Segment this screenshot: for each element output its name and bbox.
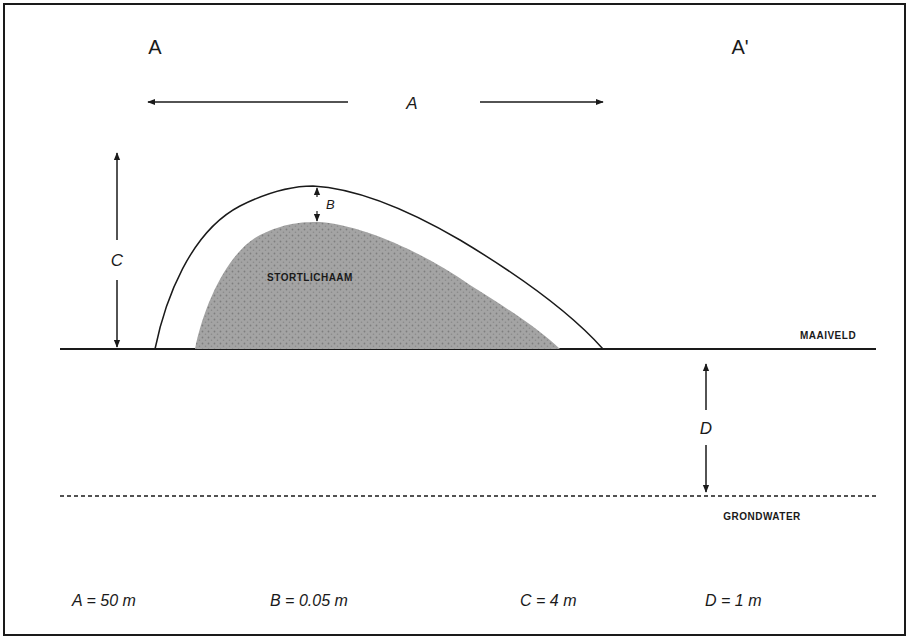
ground-surface-label: MAAIVELD — [800, 331, 856, 341]
dimension-value: A = 50 m — [72, 593, 136, 609]
dimension-label: D — [700, 420, 712, 437]
waste-body-shape — [195, 222, 561, 350]
groundwater-level — [60, 495, 876, 497]
dimension-label: C — [111, 252, 123, 269]
dimension-label: B — [326, 198, 335, 211]
waste-body-label: STORTLICHAAM — [267, 273, 353, 283]
dimension-line — [316, 188, 317, 197]
dimension-value: B = 0.05 m — [270, 593, 348, 609]
groundwater-label: GRONDWATER — [723, 512, 801, 522]
dimension-line — [705, 364, 707, 410]
dimension-value: D = 1 m — [705, 593, 761, 609]
dimension-line — [705, 445, 707, 492]
section-mark: A' — [731, 37, 748, 57]
waste-body-fill — [195, 222, 560, 349]
waste-body: STORTLICHAAM — [195, 222, 561, 350]
section-mark: A — [148, 37, 161, 57]
dimension-value: C = 4 m — [520, 593, 576, 609]
dimension-label: A — [406, 95, 417, 112]
dimension-line — [116, 280, 118, 347]
frame — [4, 4, 905, 635]
dimension-line — [148, 101, 348, 103]
dimension-line — [316, 211, 317, 221]
cover-layer-outline — [155, 186, 603, 349]
dimension-line — [116, 153, 118, 240]
dimension-line — [480, 101, 603, 103]
